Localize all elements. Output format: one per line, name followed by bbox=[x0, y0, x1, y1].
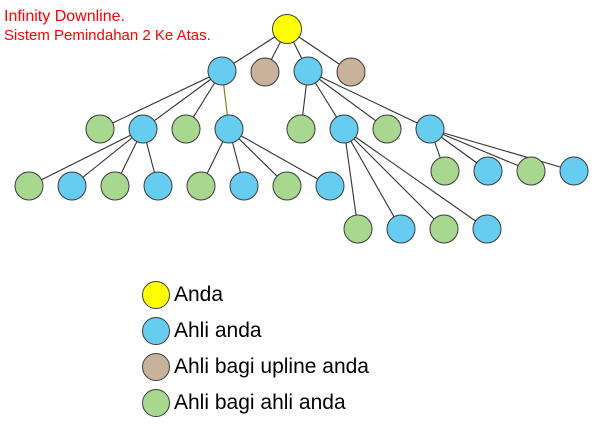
tree-node-a1-b1 bbox=[57, 171, 87, 201]
tree-edges bbox=[28, 28, 575, 230]
tree-node-a2-b1 bbox=[229, 171, 259, 201]
tree-node-a2 bbox=[214, 114, 244, 144]
legend-label: Ahli bagi ahli anda bbox=[174, 391, 346, 414]
tree-edge-B-B-g2 bbox=[307, 70, 388, 130]
legend-swatch-member bbox=[142, 317, 170, 345]
tree-edge-B1-B1-g2 bbox=[343, 128, 445, 230]
legend-item-you: Anda bbox=[142, 280, 223, 310]
tree-node-a2-g2 bbox=[272, 171, 302, 201]
tree-node-b2-b2 bbox=[559, 156, 589, 186]
tree-node-a1-g2 bbox=[100, 171, 130, 201]
tree-node-b1-g1 bbox=[343, 214, 373, 244]
tree-node-b2 bbox=[415, 114, 445, 144]
tree-node-b1-b2 bbox=[472, 214, 502, 244]
tree-edge-A1-A1-b1 bbox=[71, 128, 144, 187]
tree-node-b2-g2 bbox=[516, 156, 546, 186]
tree-node-a-g2 bbox=[171, 114, 201, 144]
tree-node-u1 bbox=[250, 57, 280, 87]
tree-node-b bbox=[293, 56, 323, 86]
legend-label: Anda bbox=[174, 283, 224, 306]
tree-edge-A-A1 bbox=[142, 70, 223, 130]
tree-edge-B1-B1-g1 bbox=[343, 128, 359, 230]
tree-nodes bbox=[14, 14, 589, 244]
tree-edge-B-B2 bbox=[307, 70, 431, 130]
tree-node-b2-g1 bbox=[430, 156, 460, 186]
diagram-subtitle: Sistem Pemindahan 2 Ke Atas. bbox=[4, 27, 211, 44]
tree-node-b1-g2 bbox=[429, 214, 459, 244]
legend-item-member-of-member: Ahli bagi ahli anda bbox=[142, 388, 346, 418]
tree-node-a-g1 bbox=[85, 114, 115, 144]
tree-edge-B1-B1-b2 bbox=[343, 128, 488, 230]
tree-node-b2-b1 bbox=[473, 156, 503, 186]
legend-swatch-member-of-member bbox=[142, 389, 170, 417]
tree-node-b1 bbox=[329, 114, 359, 144]
legend-item-upline-member: Ahli bagi upline anda bbox=[142, 352, 369, 382]
tree-node-a bbox=[207, 56, 237, 86]
legend-label: Ahli bagi upline anda bbox=[174, 355, 369, 378]
tree-node-b-g1 bbox=[286, 114, 316, 144]
tree-node-a1-b2 bbox=[143, 171, 173, 201]
tree-edge-B2-B2-g2 bbox=[429, 128, 532, 172]
tree-node-a2-b2 bbox=[315, 171, 345, 201]
tree-node-b-g2 bbox=[372, 114, 402, 144]
legend-swatch-upline-member bbox=[142, 353, 170, 381]
tree-edge-A2-A2-b2 bbox=[228, 128, 331, 187]
legend-swatch-you bbox=[142, 281, 170, 309]
tree-node-root bbox=[272, 14, 302, 44]
tree-node-a2-g1 bbox=[186, 171, 216, 201]
diagram-title: Infinity Downline. bbox=[4, 8, 125, 25]
tree-edge-B1-B1-b1 bbox=[343, 128, 402, 230]
tree-node-a1-g1 bbox=[14, 171, 44, 201]
tree-edge-A1-A1-g1 bbox=[28, 128, 144, 187]
tree-node-u2 bbox=[336, 57, 366, 87]
tree-edge-A-A-g1 bbox=[99, 70, 223, 130]
legend-item-member: Ahli anda bbox=[142, 316, 262, 346]
legend-label: Ahli anda bbox=[174, 319, 262, 342]
tree-node-a1 bbox=[128, 114, 158, 144]
tree-node-b1-b1 bbox=[386, 214, 416, 244]
tree-edge-B2-B2-b2 bbox=[429, 128, 575, 172]
